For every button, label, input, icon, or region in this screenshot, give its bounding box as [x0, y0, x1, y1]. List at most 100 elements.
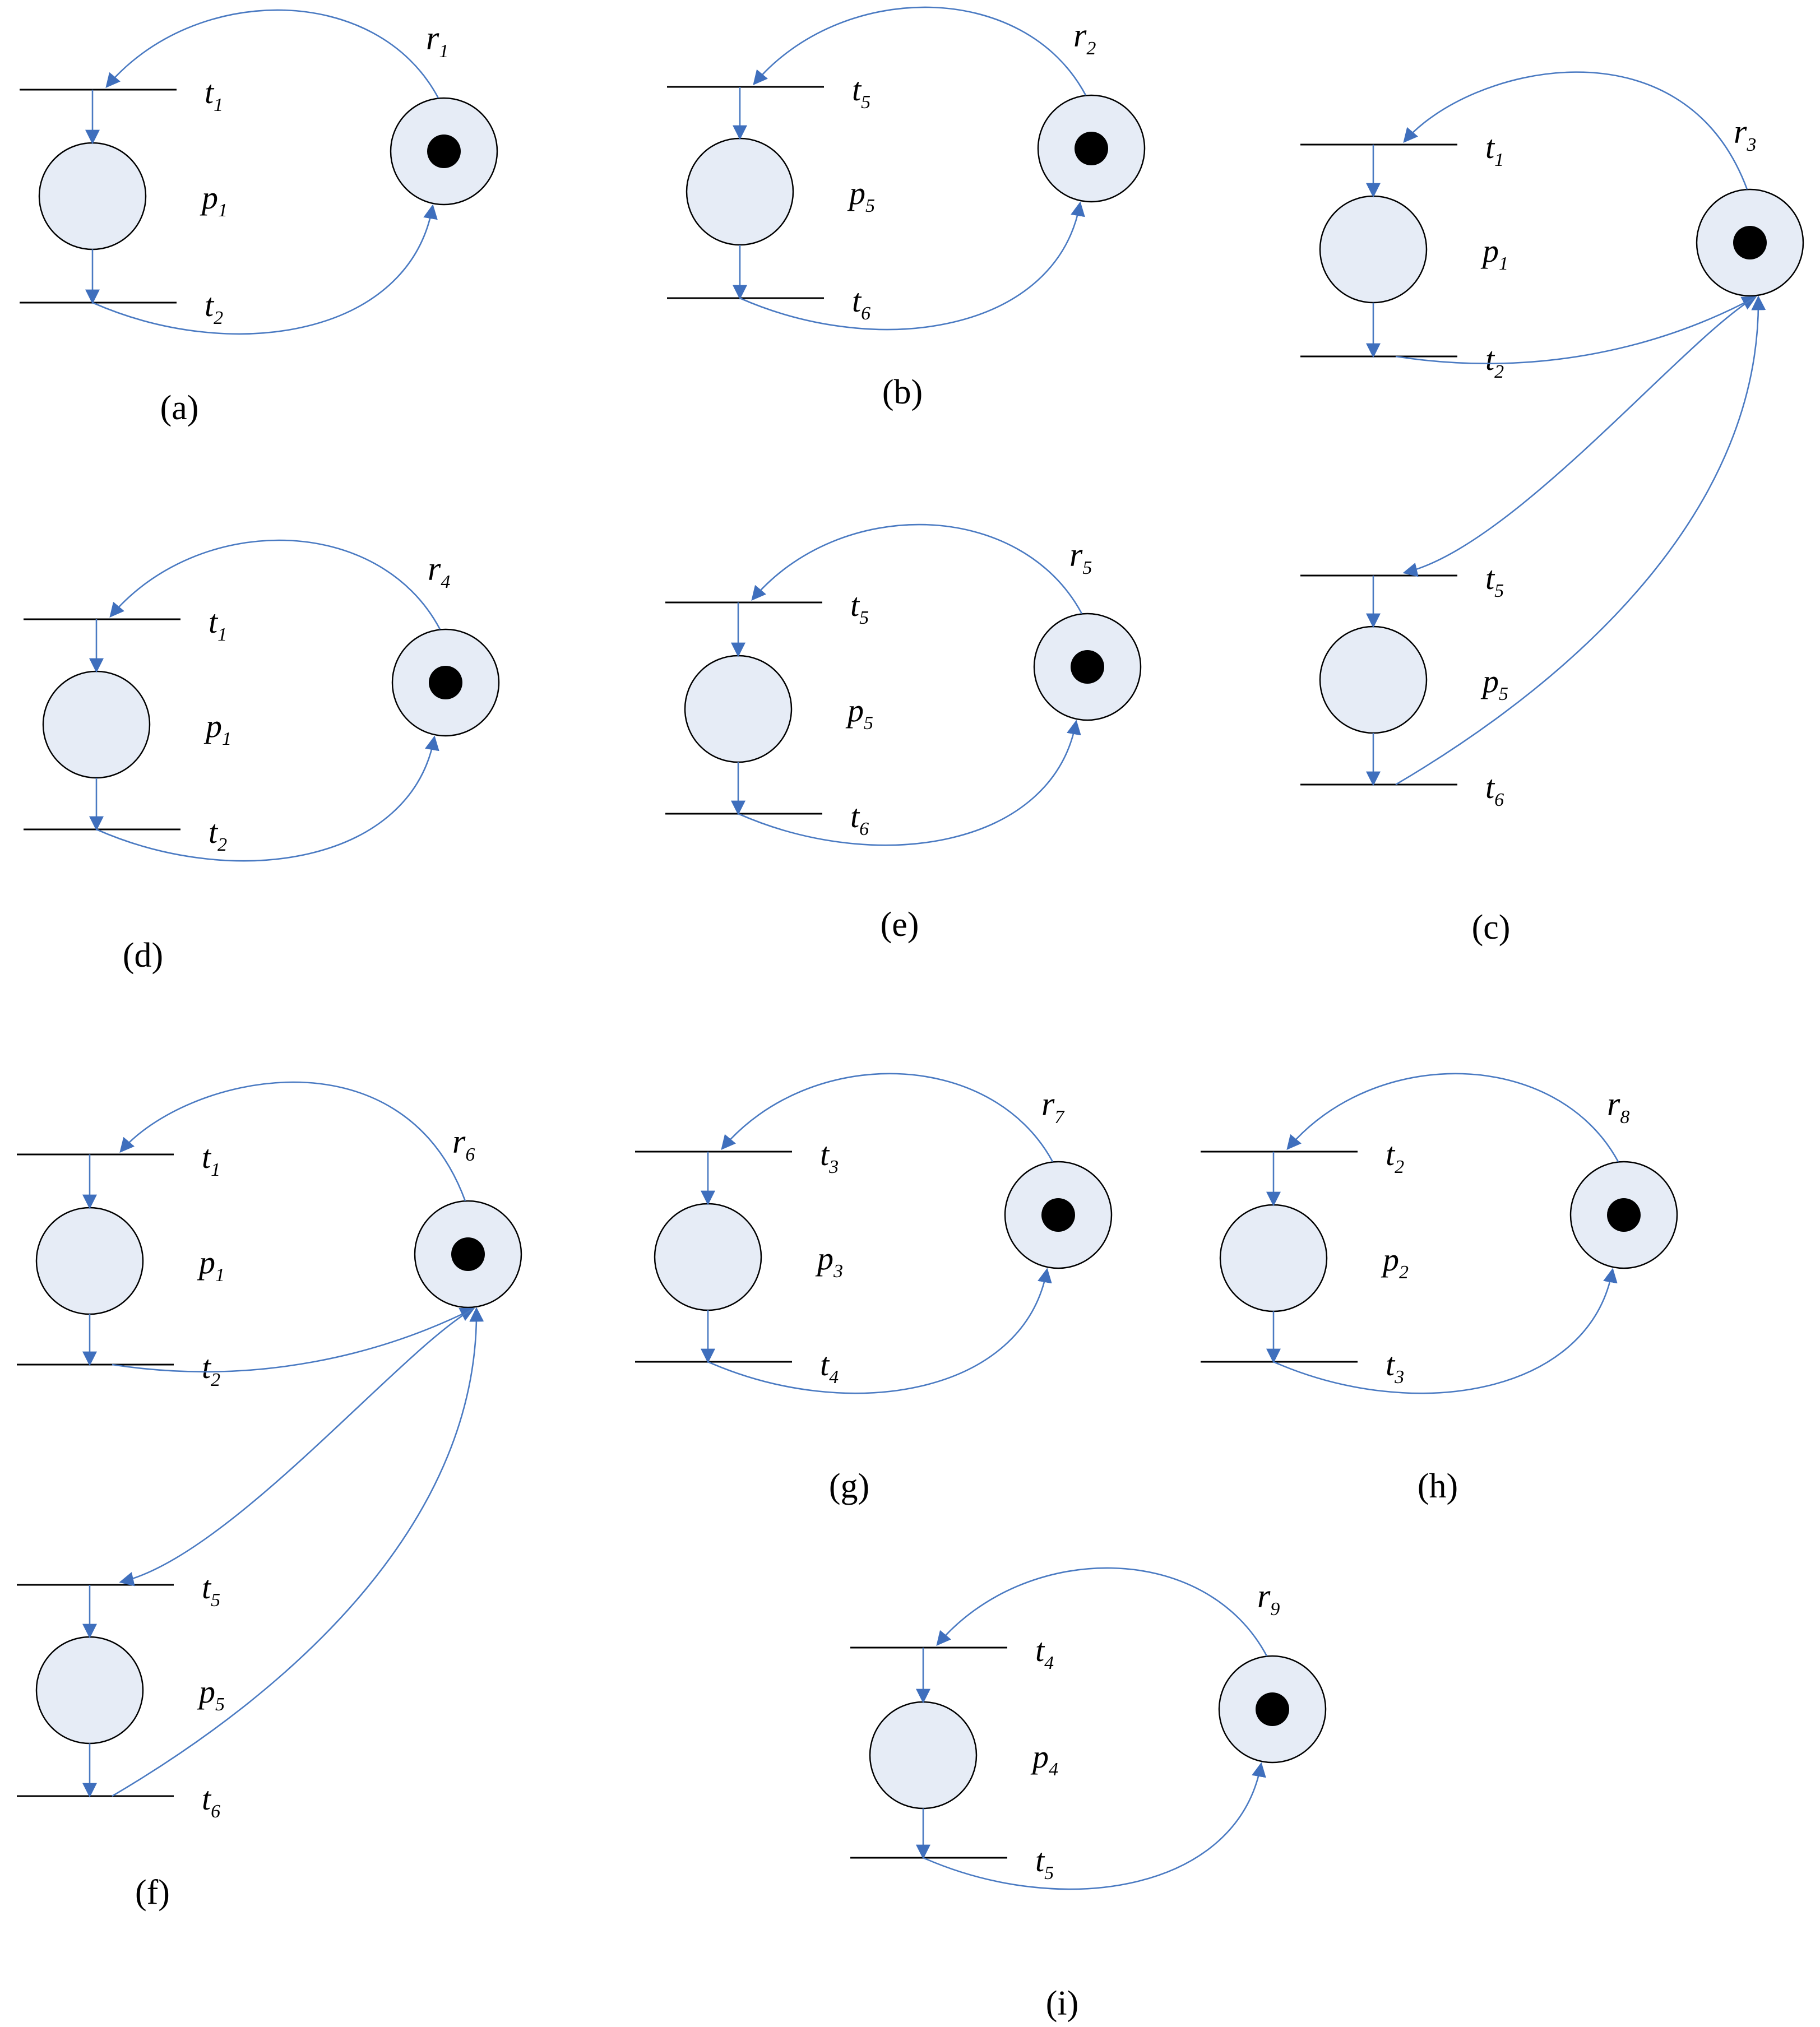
resource-label: r3 — [1734, 113, 1756, 155]
transition-label: t2 — [209, 814, 227, 855]
net-b: r2 t5 p5 t6 (b) — [667, 6, 1146, 411]
transition-label: t3 — [820, 1136, 839, 1177]
net-g: r7 t3 p3 t4 (g) — [635, 1073, 1113, 1505]
subfigure-caption: (b) — [882, 373, 923, 411]
token — [1071, 650, 1104, 684]
transition-label: t3 — [1386, 1346, 1404, 1388]
place-label: p4 — [1030, 1738, 1058, 1780]
resource-label: r6 — [452, 1123, 475, 1165]
transition-label: t2 — [1386, 1136, 1404, 1177]
operation-place — [35, 1207, 144, 1315]
subfigure-caption: (f) — [135, 1873, 170, 1912]
arc-transition-to-resource — [923, 1762, 1266, 1890]
transition-label: t6 — [852, 282, 870, 324]
arc-resource-to-transition — [1403, 71, 1748, 190]
arc-transition-to-resource — [1273, 1268, 1618, 1394]
net-h: r8 t2 p2 t3 (h) — [1201, 1073, 1678, 1505]
operation-place — [684, 655, 793, 763]
subfigure-caption: (g) — [829, 1467, 869, 1505]
resource-label: r7 — [1041, 1086, 1065, 1128]
net-e: r5 t5 p5 t6 (e) — [665, 523, 1142, 944]
place-label: p1 — [200, 179, 228, 221]
operation-place — [1319, 625, 1428, 734]
operation-place — [38, 142, 147, 251]
arc-resource-to-transition — [753, 6, 1087, 96]
subfigure-caption: (h) — [1418, 1467, 1458, 1505]
arc-transition-to-resource — [707, 1268, 1052, 1394]
arc-resource-to-transition — [751, 523, 1083, 614]
transition-label: t4 — [820, 1346, 839, 1388]
resource-label: r4 — [428, 550, 450, 592]
transition-label: t1 — [202, 1139, 220, 1180]
transition-label: t5 — [850, 587, 869, 628]
token — [1256, 1692, 1289, 1726]
arc-resource-to-transition — [936, 1567, 1268, 1657]
token — [1041, 1198, 1075, 1232]
arc-resource-to-transition — [721, 1073, 1054, 1162]
subfigure-caption: (i) — [1046, 1984, 1079, 2023]
place-label: p1 — [197, 1244, 225, 1286]
token — [429, 666, 462, 699]
resource-label: r1 — [426, 20, 448, 62]
transition-label: t1 — [209, 604, 227, 645]
subfigure-caption: (d) — [123, 936, 163, 975]
net-a: r1 t1 p1 t2 (a) — [20, 9, 498, 427]
arc-transition-to-resource — [739, 201, 1085, 331]
operation-place — [1319, 195, 1428, 304]
transition-label: t4 — [1035, 1632, 1054, 1673]
operation-place — [42, 670, 151, 779]
place-label: p5 — [845, 692, 873, 734]
operation-place — [654, 1203, 762, 1311]
token — [427, 134, 461, 168]
place-label: p3 — [815, 1240, 843, 1282]
arc-resource-to-transition — [105, 9, 439, 99]
place-label: p2 — [1381, 1241, 1409, 1283]
resource-label: r9 — [1257, 1578, 1280, 1620]
transition-label: t1 — [205, 74, 223, 115]
operation-place — [1219, 1204, 1328, 1312]
net-c: r3 t1 p1 t2 t5 p5 t6 (c) — [1300, 71, 1804, 947]
net-f: r6 t1 p1 t2 t5 p5 t6 (f) — [17, 1081, 522, 1912]
arc-resource-to-transition — [119, 1081, 466, 1202]
transition-label: t5 — [1035, 1842, 1054, 1884]
transition-label: t2 — [202, 1349, 220, 1390]
token — [451, 1237, 485, 1271]
arc-resource-to-transition — [119, 1307, 474, 1587]
transition-label: t6 — [1485, 769, 1504, 810]
place-label: p1 — [1480, 233, 1508, 274]
resource-label: r2 — [1073, 17, 1096, 59]
resource-label: r8 — [1607, 1086, 1629, 1128]
transition-label: t2 — [205, 287, 223, 328]
transition-label: t2 — [1485, 341, 1504, 382]
transition-label: t5 — [1485, 560, 1504, 601]
arc-transition-to-resource — [1395, 295, 1766, 786]
arc-transition-to-resource — [92, 204, 438, 335]
operation-place — [35, 1636, 144, 1745]
place-label: p5 — [197, 1673, 225, 1715]
arc-transition-to-resource — [96, 735, 439, 862]
arc-transition-to-resource — [112, 1307, 484, 1797]
arc-transition-to-resource — [1395, 296, 1757, 364]
transition-label: t6 — [202, 1780, 220, 1822]
operation-place — [869, 1701, 978, 1810]
place-label: p1 — [203, 708, 231, 749]
token — [1733, 226, 1767, 259]
place-label: p5 — [1480, 663, 1508, 704]
arc-resource-to-transition — [109, 539, 441, 630]
arc-resource-to-transition — [1286, 1073, 1619, 1162]
place-label: p5 — [847, 175, 875, 216]
subfigure-caption: (c) — [1472, 908, 1511, 947]
token — [1607, 1198, 1641, 1232]
subfigure-caption: (e) — [881, 906, 919, 944]
resource-label: r5 — [1069, 536, 1092, 578]
transition-label: t1 — [1485, 129, 1504, 170]
transition-label: t6 — [850, 798, 869, 839]
operation-place — [686, 137, 794, 246]
arc-transition-to-resource — [112, 1307, 475, 1372]
arc-transition-to-resource — [738, 720, 1081, 846]
transition-label: t5 — [852, 71, 870, 113]
net-d: r4 t1 p1 t2 (d) — [24, 539, 500, 975]
transition-label: t5 — [202, 1569, 220, 1611]
subfigure-caption: (a) — [160, 389, 199, 427]
